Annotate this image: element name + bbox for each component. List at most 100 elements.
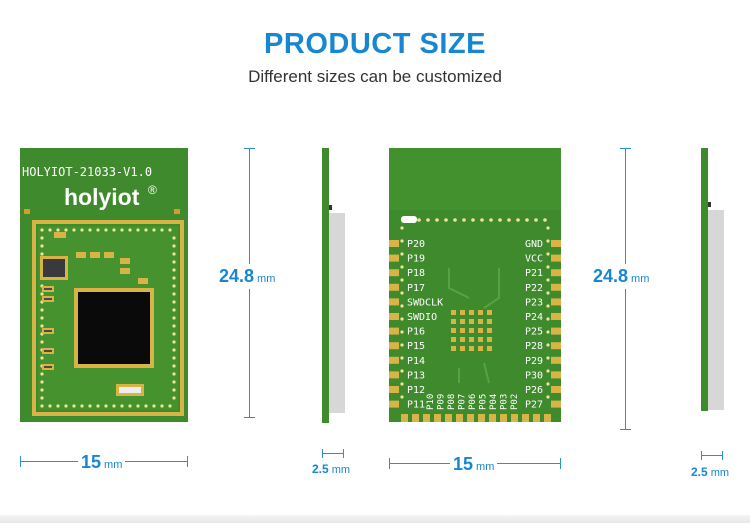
page-subtitle: Different sizes can be customized	[248, 67, 502, 86]
back-pin-label-left: P18	[407, 268, 425, 279]
front-width-unit: mm	[104, 459, 123, 471]
back-bottom-pad	[412, 414, 419, 422]
front-width-cap-right	[187, 456, 188, 467]
front-side-shield	[329, 213, 345, 413]
back-left-pad	[389, 371, 399, 379]
front-height-cap-bottom	[244, 417, 255, 418]
back-thickness-value: 2.5	[691, 465, 708, 479]
back-right-pad	[551, 240, 561, 247]
front-thickness-cap-right	[343, 449, 344, 458]
back-bottom-pad	[544, 414, 551, 422]
back-left-pad	[389, 254, 399, 262]
front-width-value: 15	[81, 452, 102, 472]
back-left-pad	[389, 313, 399, 320]
back-pin-label-right: P28	[525, 341, 543, 352]
back-thickness-unit: mm	[710, 467, 730, 479]
back-pin-label-left: P17	[407, 283, 425, 294]
back-height-cap-top	[620, 148, 631, 149]
back-bottom-pad	[434, 414, 441, 422]
back-board-image: P20P19P18P17SWDCLKSWDIOP16P15P14P13P12P1…	[389, 148, 561, 422]
back-left-pad	[389, 342, 399, 350]
back-pin-label-left: P16	[407, 327, 425, 338]
back-pin-label-right: P27	[525, 400, 543, 411]
back-pin-label-right: P22	[525, 283, 543, 294]
back-left-pad	[389, 400, 399, 408]
front-registered-mark: ®	[148, 183, 157, 197]
back-pin-label-bottom: P05	[479, 394, 489, 410]
page-title: PRODUCT SIZE	[264, 28, 486, 60]
front-side-profile	[322, 148, 329, 423]
back-pin-label-right: P23	[525, 297, 543, 308]
back-right-pad	[551, 254, 561, 262]
back-height-value: 24.8	[593, 266, 629, 286]
back-right-pad	[551, 327, 561, 335]
back-right-pad	[551, 400, 561, 408]
back-width-unit: mm	[476, 461, 495, 473]
back-right-pad	[551, 342, 561, 350]
back-width-value: 15	[453, 454, 474, 474]
back-pin-label-left: P20	[407, 239, 425, 250]
back-bottom-pad	[500, 414, 507, 422]
back-pin-label-right: P21	[525, 268, 543, 279]
back-pin-label-left: P12	[407, 385, 425, 396]
back-pin-label-right: VCC	[525, 254, 543, 265]
back-thickness-line	[701, 455, 723, 456]
back-bottom-pad	[423, 414, 430, 422]
back-side-dark	[708, 202, 711, 207]
back-pin-label-bottom: P06	[468, 394, 478, 410]
back-right-pad	[551, 371, 561, 379]
front-thickness-unit: mm	[331, 464, 351, 476]
back-side-profile	[701, 148, 708, 411]
back-pin-label-bottom: P04	[489, 394, 499, 410]
back-bottom-pad	[478, 414, 485, 422]
front-width-cap-left	[20, 456, 21, 467]
back-side-shield	[708, 210, 724, 410]
footer-strip	[0, 515, 750, 523]
back-pin-label-left: SWDIO	[407, 312, 437, 323]
back-left-pad	[389, 240, 399, 247]
front-thickness-value: 2.5	[312, 462, 329, 476]
front-silkscreen-text: HOLYIOT-21033-V1.0	[22, 165, 152, 179]
front-thickness-line	[322, 453, 344, 454]
back-pin-label-left: P14	[407, 356, 425, 367]
back-left-pad	[389, 269, 399, 277]
back-right-pad	[551, 313, 561, 320]
back-pin-label-bottom: P10	[426, 394, 436, 410]
back-pin-label-right: P26	[525, 385, 543, 396]
back-pin-label-right: P25	[525, 327, 543, 338]
back-pin-label-left: SWDCLK	[407, 297, 443, 308]
back-bottom-pad	[456, 414, 463, 422]
back-pin-label-right: P24	[525, 312, 543, 323]
back-width-cap-left	[389, 458, 390, 469]
back-bottom-pad	[489, 414, 496, 422]
back-pin-label-bottom: P02	[510, 394, 520, 410]
back-right-pad	[551, 283, 561, 291]
back-pin-label-bottom: P07	[458, 394, 468, 410]
front-height-unit: mm	[257, 273, 276, 285]
front-height-value: 24.8	[219, 266, 255, 286]
back-height-line	[625, 148, 626, 430]
back-bottom-pad	[445, 414, 452, 422]
back-left-pad	[389, 356, 399, 364]
front-height-cap-top	[244, 148, 255, 149]
back-pin-label-left: P13	[407, 370, 425, 381]
front-board-image: HOLYIOT-21033-V1.0 holyiot ®	[20, 148, 188, 422]
back-pin-label-bottom: P08	[447, 394, 457, 410]
back-bottom-pad	[533, 414, 540, 422]
back-left-pad	[389, 283, 399, 291]
back-thickness-cap-left	[701, 451, 702, 460]
back-left-pad	[389, 327, 399, 335]
back-pin-label-right: GND	[525, 239, 543, 250]
back-pin-label-bottom: P09	[437, 394, 447, 410]
back-thickness-cap-right	[722, 451, 723, 460]
back-pin-label-right: P29	[525, 356, 543, 367]
back-bottom-pad	[467, 414, 474, 422]
back-bottom-pad	[401, 414, 408, 422]
back-pin-label-bottom: P03	[500, 394, 510, 410]
